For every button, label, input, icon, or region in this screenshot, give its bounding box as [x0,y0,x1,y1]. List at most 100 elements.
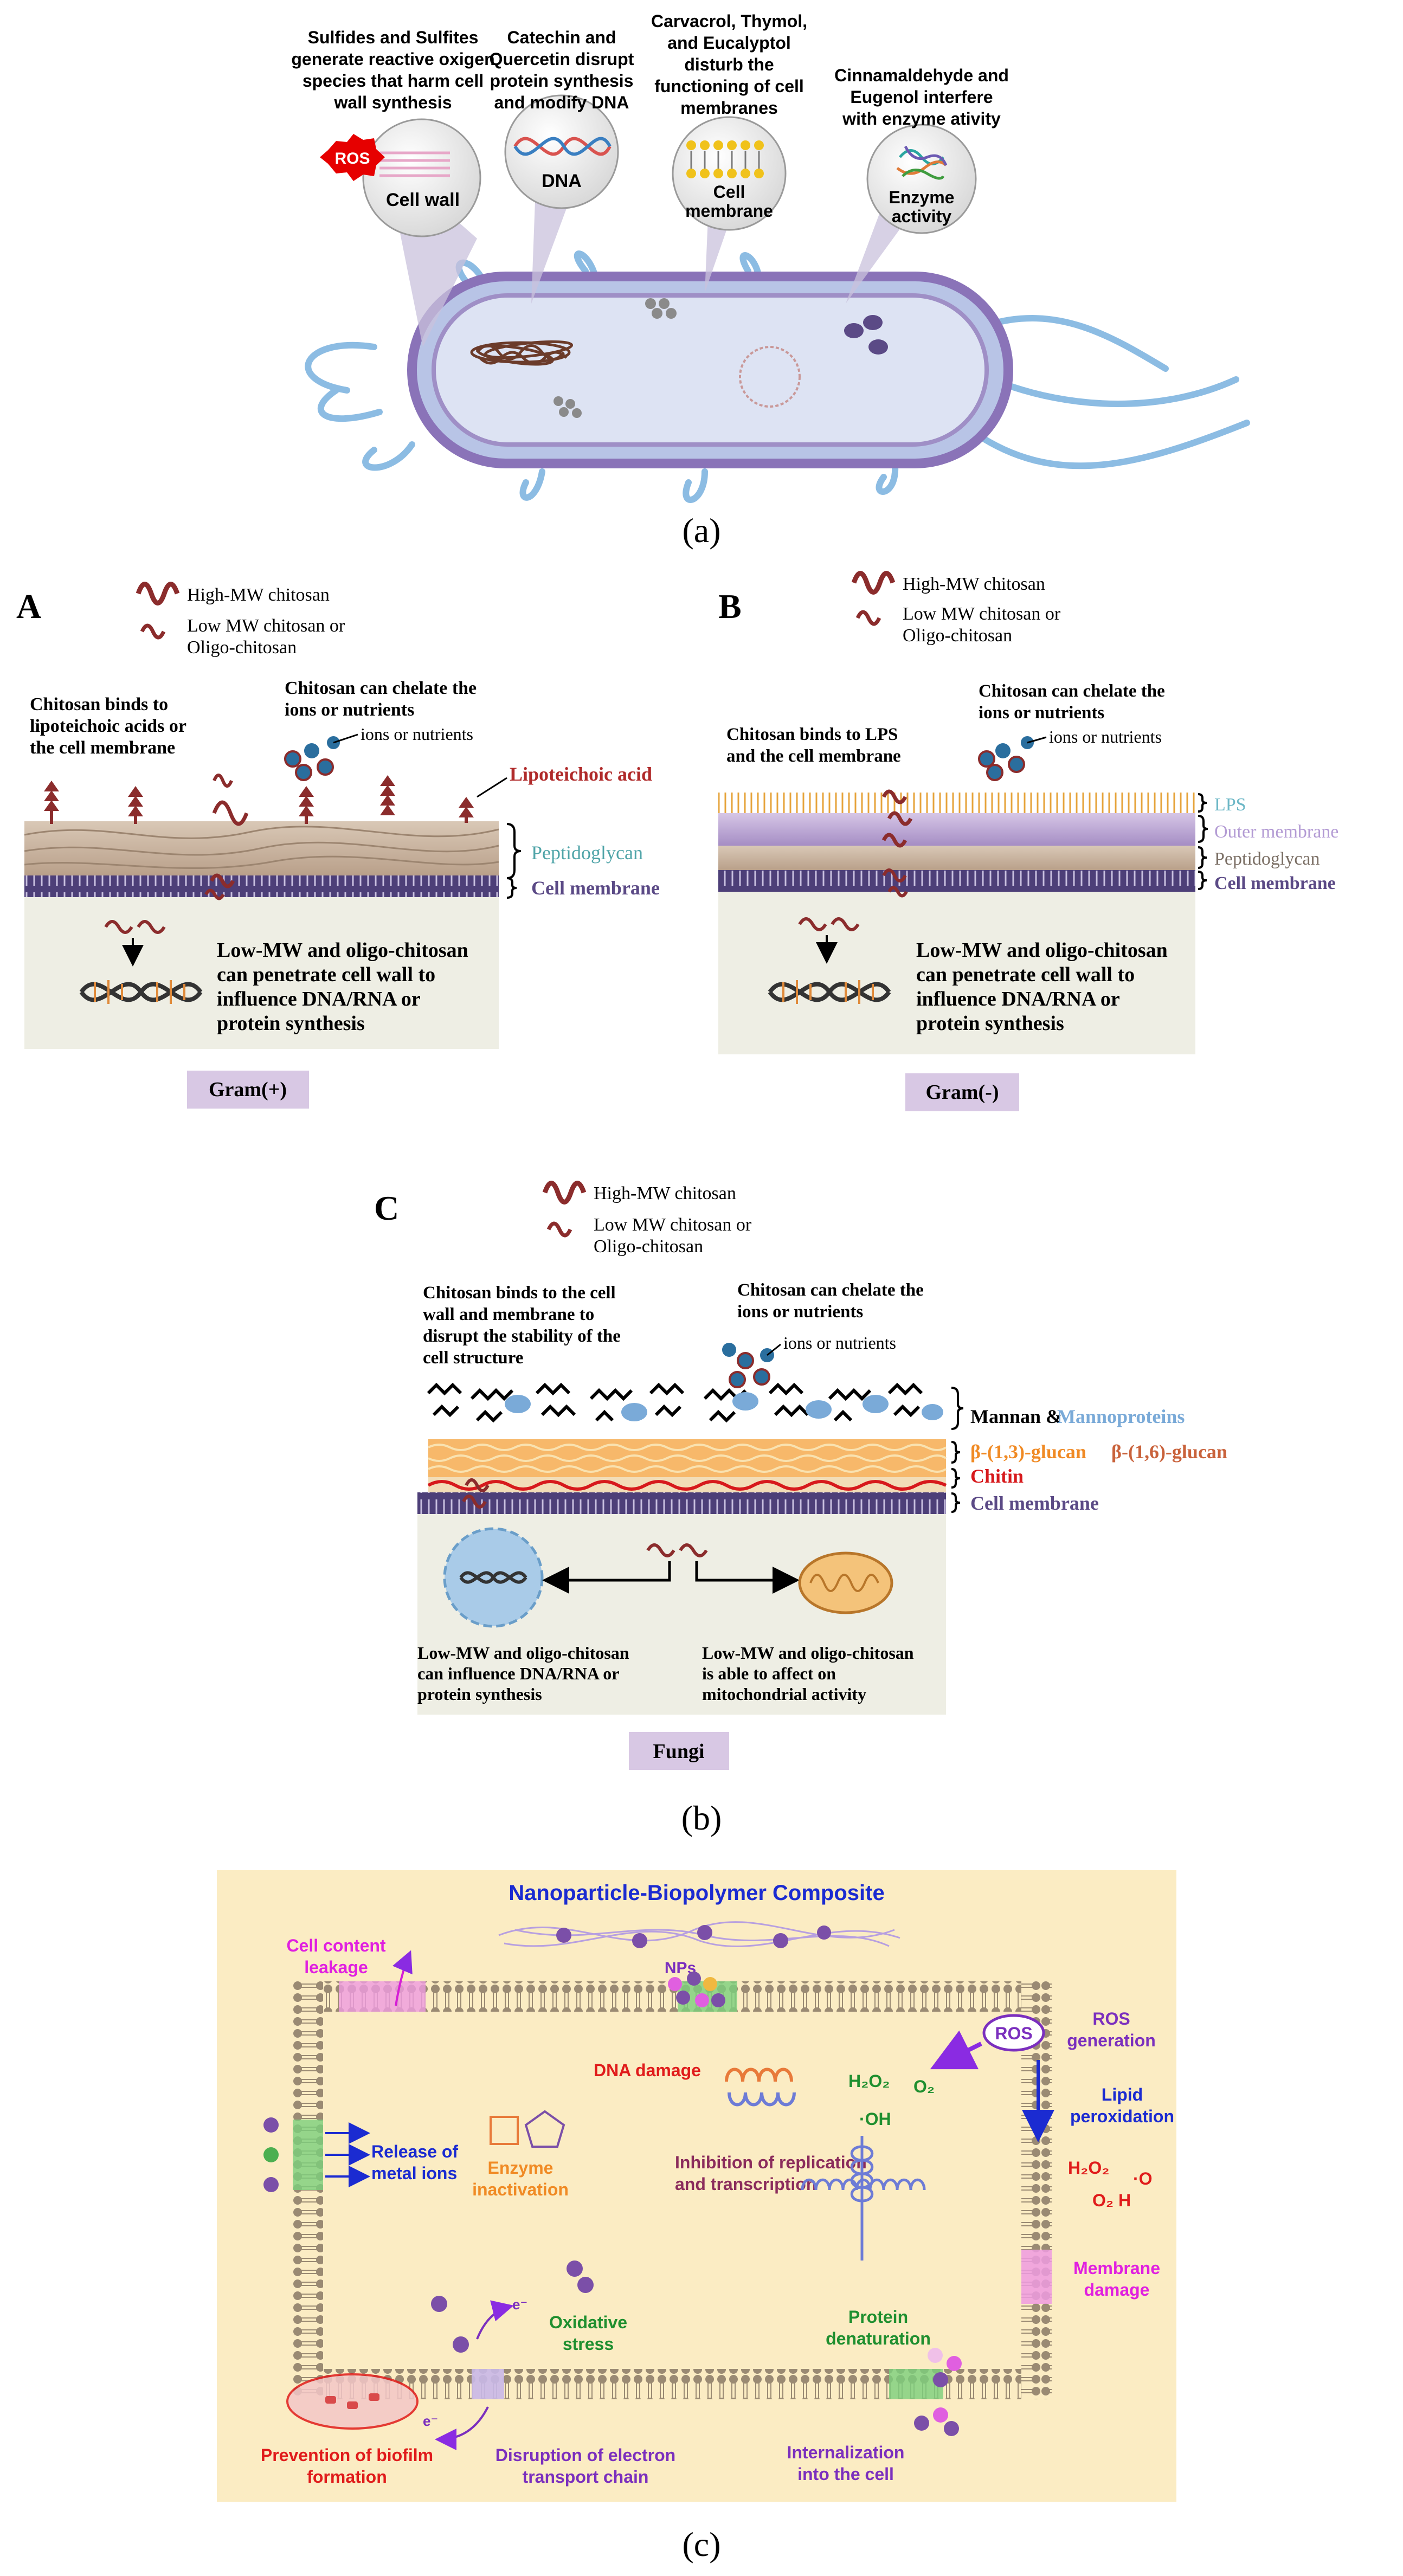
enzyme-square [490,2116,519,2145]
metal-ions [263,2117,279,2192]
callout-label-cell-wall: Cell wall [386,190,460,210]
dna-helix-c [459,1571,527,1584]
internal-nps [914,2348,962,2436]
binds-c-2: wall and membrane to [423,1305,594,1324]
enzyme-text-2: inactivation [472,2180,569,2199]
mito-text-c-2: is able to affect on [702,1664,836,1683]
ros-generation-1: ROS [1092,2009,1130,2028]
glucan16-label: β-(1,6)-glucan [1111,1441,1227,1463]
lipoteichoic-label: Lipoteichoic acid [510,763,652,785]
h2o2-left: H₂O₂ [848,2071,890,2091]
panel-letter-b: B [718,587,742,626]
membrane-left [293,1981,323,2399]
penetrate-a-1: Low-MW and oligo-chitosan [217,939,468,962]
dna-helix-a [79,980,203,1004]
o2h-label: O₂ H [1092,2191,1131,2210]
binds-c-4: cell structure [423,1348,523,1368]
leakage-text-1: Cell content [286,1936,385,1955]
cytoplasm-b [718,892,1195,1054]
panel-c: Nanoparticle-Biopolymer Composite Cell c… [217,1870,1176,2502]
legend-low-b-1: Low MW chitosan or [903,604,1061,624]
mannoproteins-label: Mannoproteins [1057,1406,1185,1427]
callout-text-sulfides-1: Sulfides and Sulfites [308,28,479,47]
gram-negative-label: Gram(-) [925,1081,999,1104]
fungi-label: Fungi [653,1740,704,1763]
callout-text-sulfides-4: wall synthesis [334,93,452,112]
panel-b-c: C High-MW chitosan Low MW chitosan or Ol… [374,1181,1227,1837]
chelate-c-2: ions or nutrients [737,1302,863,1322]
mannoproteins [505,1392,943,1421]
binds-c-1: Chitosan binds to the cell [423,1283,616,1303]
ions-cluster-c [722,1343,774,1388]
gram-positive-tag [187,1071,309,1109]
outer-membrane-label: Outer membrane [1214,822,1338,842]
callout-text-sulfides-2: generate reactive oxigen [291,49,494,69]
callout-text-cinnamaldehyde-2: Eugenol interfere [850,87,993,107]
fungi-tag [629,1732,729,1770]
callout-text-catechin-2: Quercetin disrupt [490,49,634,69]
dna-text-c-2: can influence DNA/RNA or [417,1664,619,1683]
o2-label: O₂ [913,2077,935,2096]
electron-text-1: Disruption of electron [495,2445,675,2465]
lipid-text-1: Lipid [1102,2085,1143,2104]
binds-a-1: Chitosan binds to [30,694,168,714]
ions-cluster-a [284,736,340,781]
cell-membrane-layer-b [718,870,1195,892]
membrane-damage-2: damage [1084,2280,1150,2300]
dna-text-c-3: protein synthesis [417,1684,542,1704]
callout-text-catechin-3: protein synthesis [490,71,634,91]
electron-label-bottom: e⁻ [423,2413,438,2429]
callout-text-catechin-4: and modify DNA [494,93,629,112]
caption-b: (b) [681,1799,722,1837]
plasmid [739,346,801,408]
gram-positive-label: Gram(+) [209,1078,287,1101]
release-text-2: metal ions [371,2163,457,2183]
callout-label-enzyme-2: activity [892,207,951,226]
peptidoglycan-layer-b [718,846,1195,870]
ions-cluster-b [978,736,1034,781]
callout-label-membrane-2: membrane [685,201,773,221]
callout-text-cinnamaldehyde-1: Cinnamaldehyde and [834,66,1009,85]
lipoteichoic-trees [44,775,474,824]
mitochondrion [798,1551,893,1614]
oxidative-nps [431,2261,594,2353]
binds-c-3: disrupt the stability of the [423,1326,621,1346]
panel-letter-a: A [16,587,41,626]
biofilm-text-2: formation [307,2467,387,2487]
mannan-label: Mannan & [970,1406,1062,1427]
electron-label-top: e⁻ [512,2296,527,2313]
membrane-damage-1: Membrane [1073,2258,1160,2278]
binds-a-3: the cell membrane [30,738,175,758]
dna-damage-label: DNA damage [594,2060,701,2080]
chelate-a-1: Chitosan can chelate the [285,678,477,698]
dna-text-c-1: Low-MW and oligo-chitosan [417,1643,629,1663]
binds-a-2: lipoteichoic acids or [30,716,186,736]
ions-label-c: ions or nutrients [783,1333,896,1353]
ribosomes [554,298,677,418]
membrane-label-c: Cell membrane [970,1492,1099,1514]
membrane-right [1021,1981,1052,2399]
ions-label-a: ions or nutrients [361,724,473,744]
caption-a: (a) [682,511,720,550]
chelate-a-2: ions or nutrients [285,700,414,720]
inhibition-text-1: Inhibition of replication [675,2153,867,2172]
leakage-text-2: leakage [304,1957,368,1977]
enzymes [844,315,888,355]
chelate-b-1: Chitosan can chelate the [979,681,1165,701]
oxidative-text-1: Oxidative [549,2313,627,2332]
membrane-label-a: Cell membrane [531,877,660,899]
nucleoid [470,340,574,366]
outer-membrane-layer [718,813,1195,846]
oxidative-text-2: stress [563,2334,614,2354]
o-radical: ·O [1133,2169,1153,2188]
penetrate-b-4: protein synthesis [916,1012,1064,1035]
legend-low-c-1: Low MW chitosan or [594,1215,752,1235]
cell-membrane-layer-a [24,875,499,897]
nps-cluster [668,1972,725,2007]
penetrate-a-2: can penetrate cell wall to [217,963,435,986]
callout-text-carvacrol-1: Carvacrol, Thymol, [651,11,807,31]
chelate-c-1: Chitosan can chelate the [737,1280,924,1300]
penetrate-a-4: protein synthesis [217,1012,365,1035]
callout-label-dna: DNA [542,171,582,191]
callout-enzyme: Enzyme activity [866,124,977,234]
